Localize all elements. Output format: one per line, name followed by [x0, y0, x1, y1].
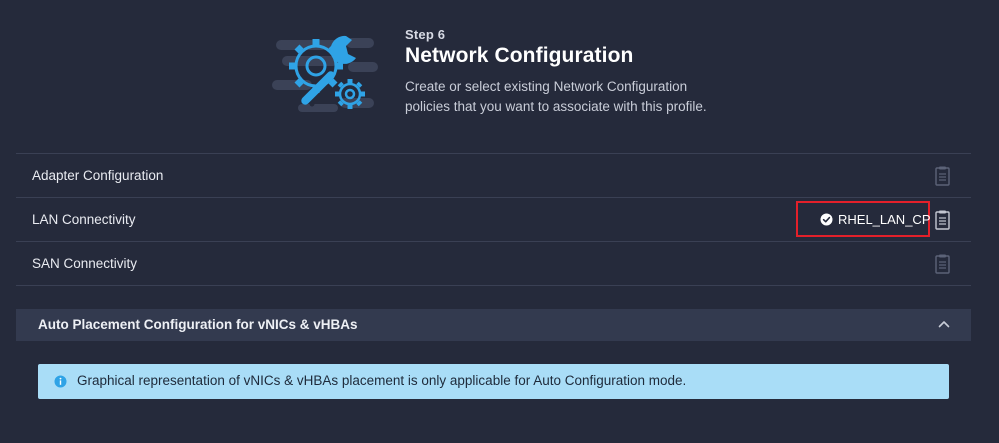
page-description: Create or select existing Network Config… — [405, 79, 707, 114]
row-label: Adapter Configuration — [32, 168, 164, 183]
row-label: SAN Connectivity — [32, 256, 138, 271]
info-icon — [54, 375, 67, 388]
row-adapter-configuration[interactable]: Adapter Configuration — [16, 153, 971, 197]
document-icon[interactable] — [935, 254, 951, 274]
document-icon[interactable] — [935, 210, 951, 230]
info-text: Graphical representation of vNICs & vHBA… — [77, 373, 687, 388]
network-policy-list: Adapter Configuration LAN Connectivity R… — [16, 153, 971, 286]
chevron-up-icon[interactable] — [937, 317, 951, 331]
info-banner: Graphical representation of vNICs & vHBA… — [38, 364, 949, 399]
document-icon[interactable] — [935, 166, 951, 186]
auto-placement-header[interactable]: Auto Placement Configuration for vNICs &… — [16, 309, 971, 341]
auto-placement-title: Auto Placement Configuration for vNICs &… — [38, 317, 358, 332]
step-header: Step 6 Network Configuration Create or s… — [0, 0, 999, 150]
row-label: LAN Connectivity — [32, 212, 136, 227]
row-san-connectivity[interactable]: SAN Connectivity — [16, 241, 971, 286]
step-label: Step 6 — [405, 27, 446, 42]
selected-policy-highlight[interactable]: RHEL_LAN_CP — [796, 201, 931, 237]
row-lan-connectivity[interactable]: LAN Connectivity RHEL_LAN_CP — [16, 197, 971, 241]
network-configuration-icon — [272, 35, 378, 112]
check-circle-icon — [820, 213, 833, 226]
selected-policy-name: RHEL_LAN_CP — [838, 212, 931, 227]
page-title: Network Configuration — [405, 44, 634, 67]
